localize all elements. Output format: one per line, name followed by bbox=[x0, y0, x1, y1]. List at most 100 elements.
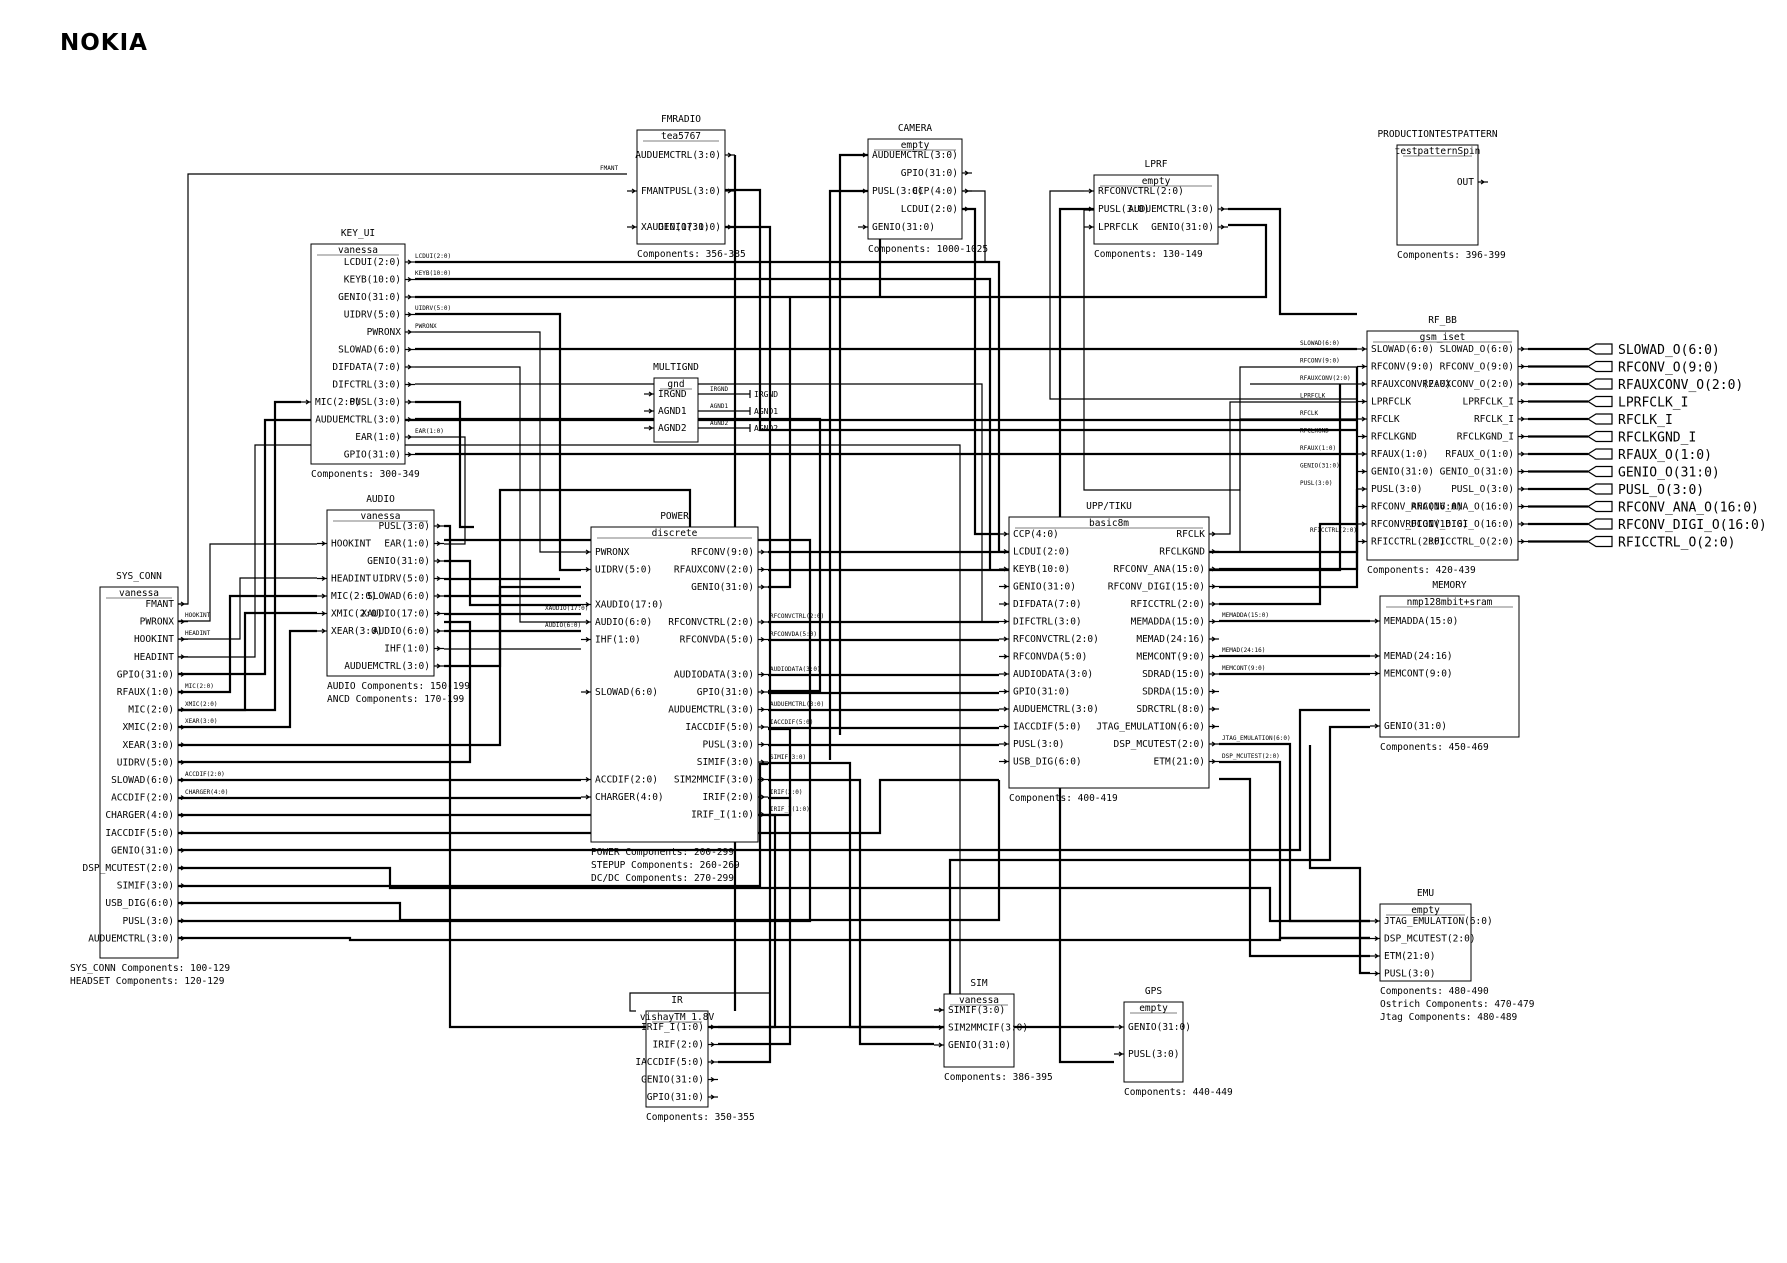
sysconn-pin-fmant: FMANT bbox=[145, 599, 174, 610]
audio-arrow bbox=[321, 541, 327, 546]
keyui-arrow bbox=[407, 452, 413, 457]
wire bbox=[415, 366, 581, 623]
multignd-part: gnd bbox=[667, 379, 684, 390]
rf-port-label: RFCONV_O(9:0) bbox=[1618, 361, 1720, 376]
uppt-arrow bbox=[1211, 584, 1217, 589]
net-label-dsp: DSP_MCUTEST(2:0) bbox=[1222, 753, 1280, 760]
emu-components: Components: 480-490 bbox=[1380, 986, 1489, 997]
fmradio-arrow bbox=[727, 152, 733, 158]
multignd-pin-irgnd: IRGND bbox=[658, 389, 687, 400]
camera-pin-ccp-4-0-: CCP(4:0) bbox=[912, 186, 958, 197]
uppt-arrow bbox=[1211, 636, 1217, 642]
keyui-arrow bbox=[407, 417, 413, 422]
rfbb-arrow bbox=[1520, 364, 1526, 369]
camera-arrow bbox=[964, 170, 970, 176]
uppt-pin-ccp-4-0-: CCP(4:0) bbox=[1013, 529, 1059, 540]
rfbb-pin-genio-o-31-0-: GENIO_O(31:0) bbox=[1440, 467, 1514, 478]
prodtest-part: testpatternSpin bbox=[1395, 146, 1481, 157]
power-pin-irif-i-1-0-: IRIF_I(1:0) bbox=[691, 810, 754, 821]
audio-components-2: ANCD Components: 170-199 bbox=[327, 694, 465, 705]
uppt-pin-dsp-mcutest-2-0-: DSP_MCUTEST(2:0) bbox=[1113, 739, 1205, 750]
keyui-body bbox=[310, 243, 406, 465]
sysconn-body bbox=[99, 586, 179, 959]
fmradio-arrow bbox=[631, 188, 637, 194]
uppt-pin-difctrl-3-0-: DIFCTRL(3:0) bbox=[1013, 617, 1082, 628]
net-label-slowad: SLOWAD(6:0) bbox=[1300, 340, 1340, 347]
lprf-arrow bbox=[1088, 206, 1094, 212]
wire bbox=[178, 543, 317, 622]
audio-name: AUDIO bbox=[366, 494, 395, 505]
audio-arrow bbox=[436, 541, 442, 546]
prodtest-pin-out: OUT bbox=[1457, 177, 1474, 188]
uppt-pin-lcdui-2-0-: LCDUI(2:0) bbox=[1013, 547, 1070, 558]
power-components-3: DC/DC Components: 270-299 bbox=[591, 873, 734, 884]
rf-port-arrow bbox=[1586, 518, 1613, 530]
wire bbox=[178, 400, 301, 712]
ir-body bbox=[645, 1010, 709, 1108]
gnd-label: AGND1 bbox=[754, 407, 778, 416]
rf-ports-layer: SLOWAD_O(6:0)RFCONV_O(9:0)RFAUXCONV_O(2:… bbox=[1528, 343, 1767, 551]
camera-pin-gpio-31-0-: GPIO(31:0) bbox=[901, 168, 958, 179]
uppt-arrow bbox=[1211, 566, 1217, 572]
fmradio-pin-auduemctrl-3-0-: AUDUEMCTRL(3:0) bbox=[635, 150, 721, 161]
sysconn-pin-hookint: HOOKINT bbox=[134, 634, 174, 645]
net-label-audio: AUDIO(6:0) bbox=[545, 622, 581, 629]
power-pin-pusl-3-0-: PUSL(3:0) bbox=[703, 740, 754, 751]
uppt-arrow bbox=[1003, 619, 1009, 624]
keyui-pin-lcdui-2-0-: LCDUI(2:0) bbox=[344, 257, 401, 268]
sysconn-pin-rfaux-1-0-: RFAUX(1:0) bbox=[117, 687, 174, 698]
sysconn-pin-accdif-2-0-: ACCDIF(2:0) bbox=[111, 793, 174, 804]
sim-pin-sim2mmcif-3-0-: SIM2MMCIF(3:0) bbox=[948, 1023, 1028, 1034]
audio-pin-headint: HEADINT bbox=[331, 574, 371, 585]
power-name: POWER bbox=[660, 511, 689, 522]
keyui-pin-pwronx: PWRONX bbox=[367, 327, 402, 338]
camera-pin-auduemctrl-3-0-: AUDUEMCTRL(3:0) bbox=[872, 150, 958, 161]
memory-pin-memadda-15-0-: MEMADDA(15:0) bbox=[1384, 616, 1458, 627]
rfbb-pin-rfauxconv-o-2-0-: RFAUXCONV_O(2:0) bbox=[1422, 379, 1514, 390]
uppt-pin-usb-dig-6-0-: USB_DIG(6:0) bbox=[1013, 757, 1082, 768]
audio-pin-xear-3-0-: XEAR(3:0) bbox=[331, 626, 382, 637]
lprf-arrow bbox=[1088, 224, 1094, 230]
keyui-pin-pusl-3-0-: PUSL(3:0) bbox=[350, 397, 401, 408]
ir-pin-irif-i-1-0-: IRIF_I(1:0) bbox=[641, 1022, 704, 1033]
uppt-arrow bbox=[1003, 724, 1009, 729]
rf-port-label: RFICCTRL_O(2:0) bbox=[1618, 536, 1735, 551]
keyui-name: KEY_UI bbox=[341, 228, 375, 239]
sysconn-pin-headint: HEADINT bbox=[134, 652, 174, 663]
wire bbox=[718, 225, 772, 1064]
uppt-pin-rficctrl-2-0-: RFICCTRL(2:0) bbox=[1131, 599, 1205, 610]
emu-name: EMU bbox=[1417, 888, 1434, 899]
prodtest-body bbox=[1396, 144, 1479, 246]
keyui-pin-difdata-7-0-: DIFDATA(7:0) bbox=[332, 362, 401, 373]
fmradio-components: Components: 356-385 bbox=[637, 249, 746, 260]
sysconn-pin-pwronx: PWRONX bbox=[140, 617, 175, 628]
rf-port-arrow bbox=[1586, 448, 1613, 460]
uppt-pin-rfconv-digi-15-0-: RFCONV_DIGI(15:0) bbox=[1108, 582, 1205, 593]
rfbb-arrow bbox=[1520, 416, 1526, 422]
ir-arrow bbox=[710, 1024, 716, 1030]
power-arrow bbox=[760, 689, 766, 695]
wire bbox=[444, 559, 581, 607]
ir-pin-irif-2-0-: IRIF(2:0) bbox=[653, 1040, 704, 1051]
audio-arrow bbox=[436, 593, 442, 599]
multignd-arrow bbox=[648, 391, 654, 397]
power-arrow bbox=[760, 812, 766, 817]
net-label-jtag: JTAG_EMULATION(6:0) bbox=[1222, 735, 1291, 742]
ir-arrow bbox=[710, 1094, 716, 1100]
power-pin-charger-4-0-: CHARGER(4:0) bbox=[595, 792, 664, 803]
uppt-name: UPP/TIKU bbox=[1086, 501, 1132, 512]
wire bbox=[828, 189, 868, 760]
rf-port-label: RFAUX_O(1:0) bbox=[1618, 448, 1712, 463]
net-label-pusl: PUSL(3:0) bbox=[1300, 480, 1333, 487]
camera-arrow bbox=[964, 188, 970, 194]
lprf-arrow bbox=[1220, 206, 1226, 212]
rf-port-label: GENIO_O(31:0) bbox=[1618, 466, 1720, 481]
wire bbox=[1219, 742, 1370, 923]
power-pin-audiodata-3-0-: AUDIODATA(3:0) bbox=[674, 670, 754, 681]
multignd-name: MULTIGND bbox=[653, 362, 699, 373]
uppt-pin-auduemctrl-3-0-: AUDUEMCTRL(3:0) bbox=[1013, 704, 1099, 715]
gps-arrow bbox=[1118, 1051, 1124, 1057]
uppt-pin-difdata-7-0-: DIFDATA(7:0) bbox=[1013, 599, 1082, 610]
memory-arrow bbox=[1374, 671, 1380, 676]
